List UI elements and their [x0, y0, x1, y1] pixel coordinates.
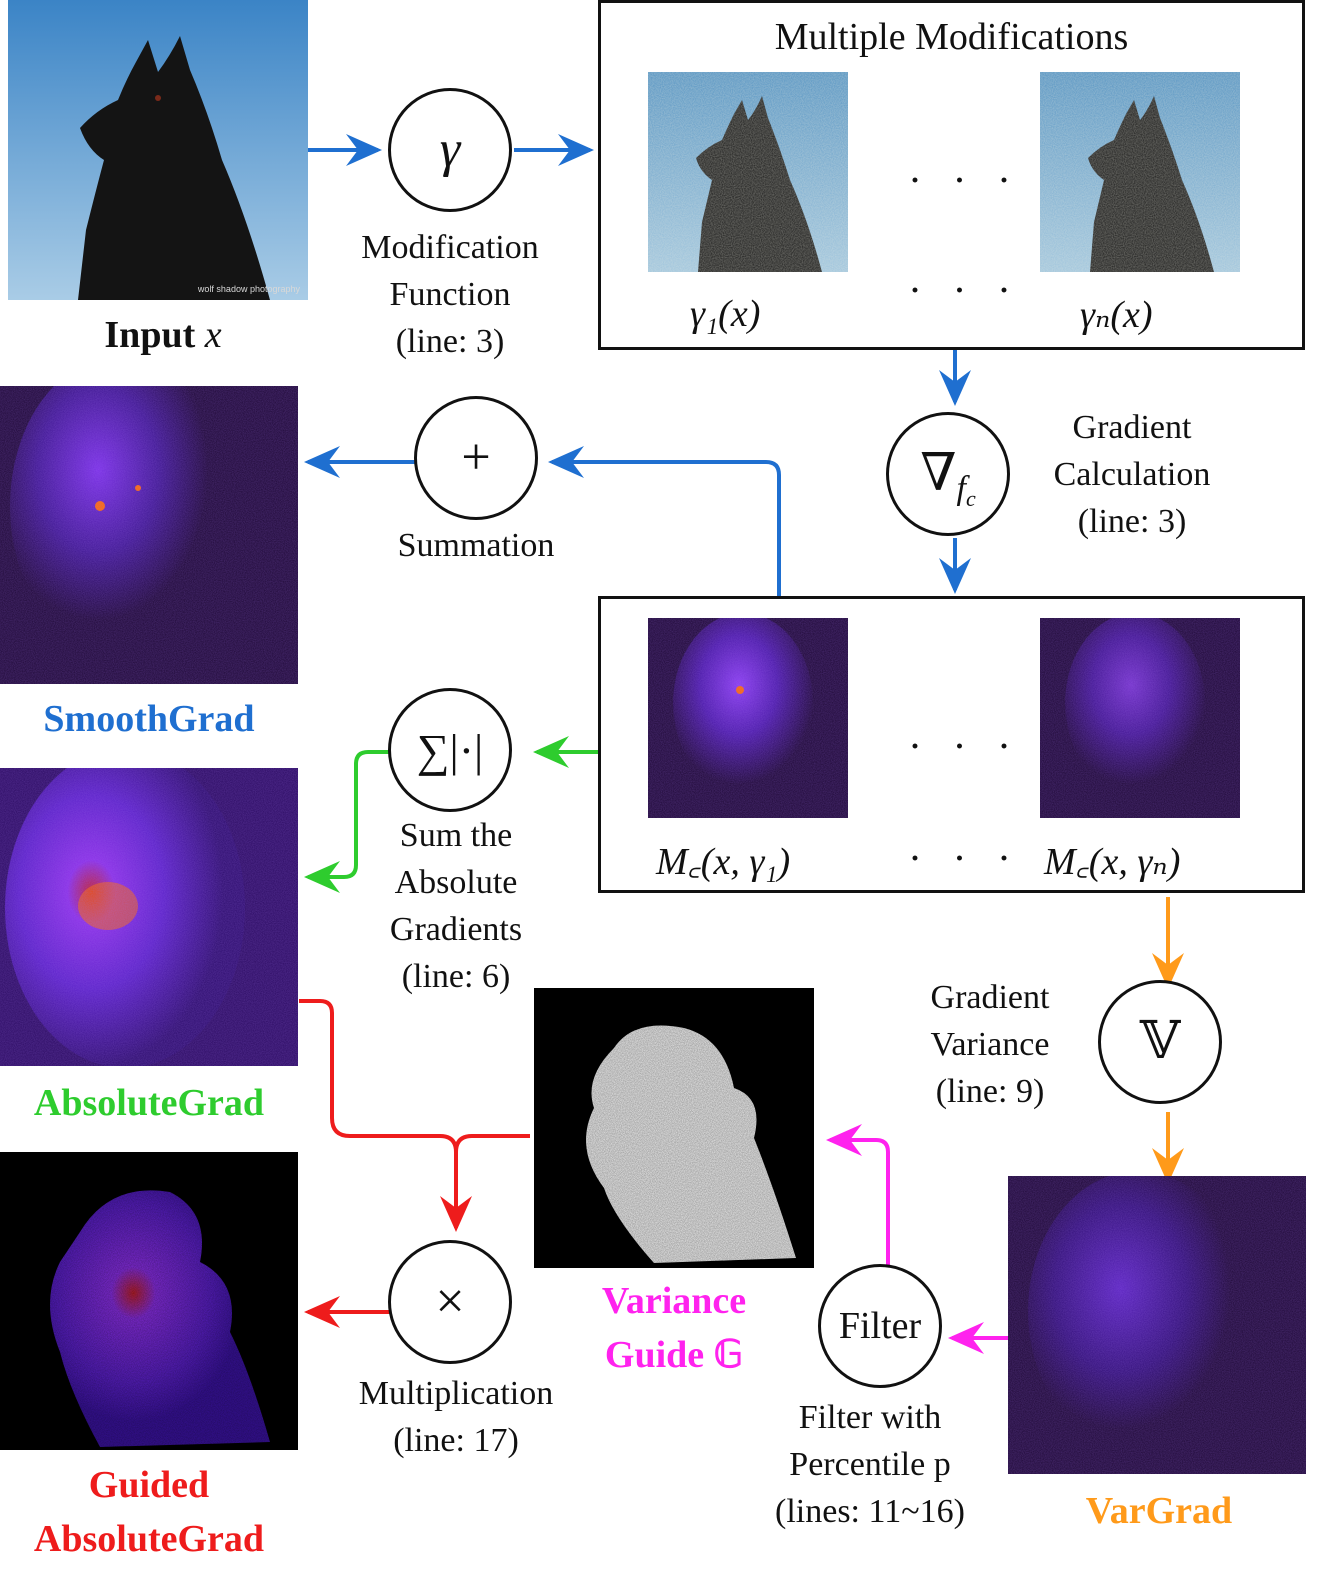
input-watermark: wolf shadow photography: [197, 284, 301, 294]
input-label: Input x: [78, 308, 248, 362]
smoothgrad-image: [0, 386, 298, 684]
multiplication-label: Multiplication (line: 17): [336, 1370, 576, 1464]
gradient-variance-node: 𝕍: [1098, 980, 1222, 1104]
guided-absolutegrad-image: [0, 1152, 298, 1450]
maps-dots-bottom: · · ·: [908, 836, 1021, 882]
variance-guide-title: Variance Guide 𝔾: [574, 1274, 774, 1382]
input-label-text: Input: [104, 314, 196, 356]
abs-sum-node: ∑|·|: [388, 688, 512, 812]
gradient-label-line3: (line: 3): [1077, 503, 1187, 540]
maps-dots-top: · · ·: [908, 724, 1021, 770]
modification-label-line2: Function: [389, 276, 511, 313]
modifications-dots-top: · · ·: [908, 158, 1021, 204]
variance-guide-line2: Guide 𝔾: [604, 1334, 744, 1376]
variance-label-line1: Gradient: [930, 979, 1050, 1016]
vargrad-title: VarGrad: [1085, 1490, 1233, 1532]
filter-label-line2: Percentile p: [789, 1446, 951, 1483]
abs-sum-label-line4: (line: 6): [401, 958, 511, 995]
variance-guide-line1: Variance: [601, 1280, 747, 1322]
modified-image-1: [648, 72, 848, 272]
gradient-variance-label: Gradient Variance (line: 9): [890, 974, 1090, 1115]
vargrad-image: [1008, 1176, 1306, 1474]
filter-label: Filter with Percentile p (lines: 11~16): [740, 1394, 1000, 1535]
abs-sum-label-line3: Gradients: [389, 911, 523, 948]
gradient-calculation-node: ∇ f c: [886, 412, 1010, 536]
filter-label-line3: (lines: 11~16): [775, 1493, 965, 1530]
summation-node: +: [414, 396, 538, 520]
filter-label-line1: Filter with: [798, 1399, 942, 1436]
arrow-filter-to-guide: [826, 1124, 890, 1272]
map-1-label: M꜀(x, γ₁): [656, 841, 791, 883]
abs-sum-label-line1: Sum the: [399, 817, 513, 854]
modification-function-label: Modification Function (line: 3): [330, 224, 570, 365]
nabla-symbol: ∇: [920, 445, 957, 502]
guided-title-line1: Guided: [88, 1464, 210, 1506]
modification-label-line1: Modification: [361, 229, 539, 266]
multiplication-label-line1: Multiplication: [358, 1375, 554, 1412]
multiplication-label-line2: (line: 17): [393, 1422, 519, 1459]
arrow-maps-to-sum: [548, 446, 781, 597]
variance-symbol: 𝕍: [1139, 1013, 1181, 1070]
multiplication-node: ×: [388, 1240, 512, 1364]
arrow-guide-to-mult: [440, 1134, 530, 1232]
modifications-dots-bottom: · · ·: [908, 268, 1021, 314]
variance-label-line3: (line: 9): [935, 1073, 1045, 1110]
guided-absolutegrad-title: Guided AbsoluteGrad: [0, 1458, 298, 1566]
variance-label-line2: Variance: [930, 1026, 1050, 1063]
modifications-box-title: Multiple Modifications: [774, 16, 1129, 58]
times-symbol: ×: [435, 1273, 465, 1330]
gradient-label-line2: Calculation: [1053, 456, 1211, 493]
map-n-label: M꜀(x, γₙ): [1044, 841, 1181, 883]
plus-symbol: +: [461, 429, 491, 486]
filter-node: Filter: [818, 1264, 942, 1388]
abs-sum-label-line2: Absolute: [394, 864, 518, 901]
gradient-map-1: [648, 618, 848, 818]
smoothgrad-title: SmoothGrad: [43, 698, 255, 740]
abs-sum-label: Sum the Absolute Gradients (line: 6): [346, 812, 566, 1000]
modification-label-line3: (line: 3): [395, 323, 505, 360]
abs-sum-symbol: ∑|·|: [416, 724, 484, 776]
summation-label: Summation: [397, 527, 555, 564]
nabla-sub-f: f: [956, 470, 966, 507]
absolutegrad-image: [0, 768, 298, 1066]
absolutegrad-title: AbsoluteGrad: [33, 1082, 265, 1124]
input-var: x: [204, 314, 222, 356]
modified-image-n: [1040, 72, 1240, 272]
gamma-1-label: γ₁(x): [690, 293, 761, 335]
modification-function-node: γ: [388, 88, 512, 212]
gamma-n-label: γₙ(x): [1080, 294, 1153, 336]
input-dog-image: wolf shadow photography: [8, 0, 308, 300]
gradient-calculation-label: Gradient Calculation (line: 3): [1022, 404, 1242, 545]
variance-guide-image: [534, 988, 814, 1268]
gradient-label-line1: Gradient: [1072, 409, 1192, 446]
arrow-abssum-to-absolutegrad: [304, 750, 390, 893]
guided-title-line2: AbsoluteGrad: [33, 1518, 265, 1560]
gradient-map-n: [1040, 618, 1240, 818]
filter-symbol: Filter: [838, 1305, 922, 1347]
arrow-absolutegrad-to-mult: [299, 999, 458, 1153]
gamma-symbol: γ: [439, 121, 461, 178]
nabla-sub-c: c: [966, 486, 976, 511]
